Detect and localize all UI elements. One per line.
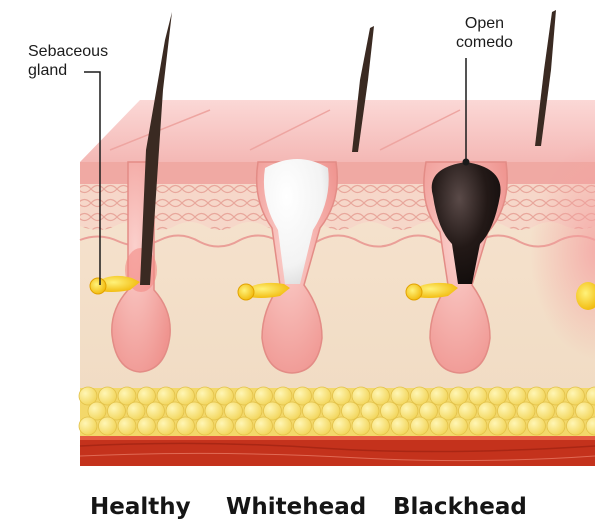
fat-cell (99, 417, 117, 435)
sebaceous-gland-label: Sebaceous gland (28, 42, 108, 80)
caption-whitehead: Whitehead (226, 494, 366, 520)
fat-cell (313, 417, 331, 435)
fat-cell (79, 417, 97, 435)
open-comedo-label-line: comedo (456, 33, 513, 52)
fat-cell (411, 417, 429, 435)
fat-cell (469, 417, 487, 435)
fat-cell (274, 417, 292, 435)
fat-cell (138, 417, 156, 435)
fat-cell (235, 417, 253, 435)
fat-cell (352, 417, 370, 435)
fat-cell (216, 417, 234, 435)
fat-cell (391, 417, 409, 435)
fat-cell (450, 417, 468, 435)
fat-cell (430, 417, 448, 435)
fat-cell (528, 417, 546, 435)
fat-cell (157, 417, 175, 435)
sebaceous-gland-label-line: Sebaceous (28, 42, 108, 61)
fat-cell (333, 417, 351, 435)
fat-cell (177, 417, 195, 435)
connective-tissue (80, 184, 595, 230)
fat-cell (567, 417, 585, 435)
fat-cell (196, 417, 214, 435)
fat-cell (508, 417, 526, 435)
open-comedo-label-line: Open (456, 14, 513, 33)
fat-cell (372, 417, 390, 435)
fat-cell (547, 417, 565, 435)
open-comedo-label: Open comedo (456, 14, 513, 52)
sebaceous-gland-label-line: gland (28, 61, 108, 80)
caption-blackhead: Blackhead (393, 494, 527, 520)
fat-cell (489, 417, 507, 435)
muscle-top-edge (80, 436, 595, 440)
fat-cell (255, 417, 273, 435)
fat-cell (294, 417, 312, 435)
caption-healthy: Healthy (90, 494, 191, 520)
fat-layer (79, 387, 595, 436)
muscle-layer (80, 436, 595, 466)
fat-cell (118, 417, 136, 435)
